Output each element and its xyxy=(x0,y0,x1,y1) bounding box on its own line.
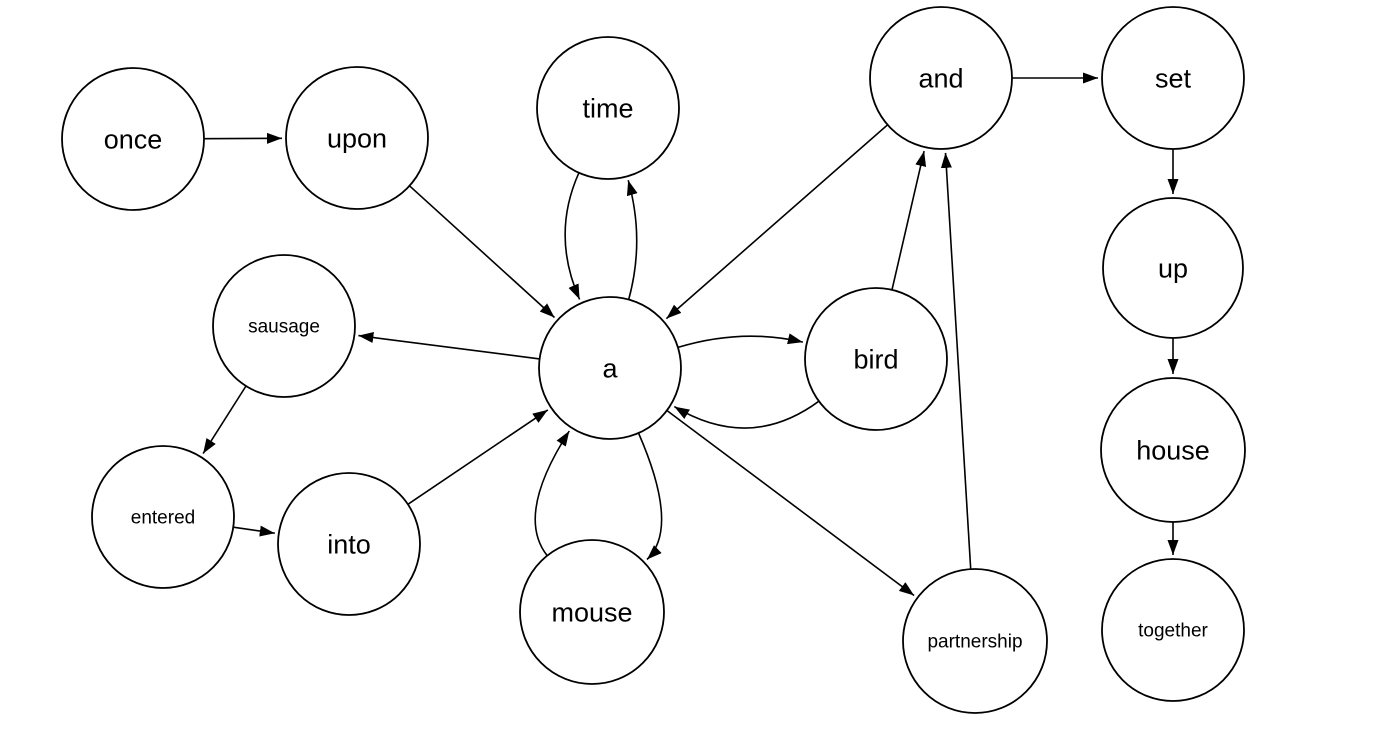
node-bird: bird xyxy=(804,287,948,431)
node-label-into: into xyxy=(327,529,371,559)
edge-bird-and xyxy=(891,150,927,290)
node-circle-into xyxy=(277,472,421,616)
node-label-sausage: sausage xyxy=(248,317,320,338)
node-circle-a xyxy=(538,296,682,440)
node-label-and: and xyxy=(918,63,963,93)
node-sausage: sausage xyxy=(212,254,356,398)
node-circle-sausage xyxy=(212,254,356,398)
node-circle-partnership xyxy=(902,568,1048,714)
node-mouse: mouse xyxy=(519,539,665,685)
node-label-entered: entered xyxy=(131,508,195,529)
edge-into-a xyxy=(407,409,549,505)
node-and: and xyxy=(869,6,1013,150)
edge-entered-into xyxy=(233,525,275,537)
edge-mouse-a xyxy=(534,430,570,557)
edge-a-mouse xyxy=(637,432,663,561)
node-label-bird: bird xyxy=(853,344,898,374)
node-label-time: time xyxy=(582,93,633,123)
node-circle-and xyxy=(869,6,1013,150)
node-partnership: partnership xyxy=(902,568,1048,714)
node-upon: upon xyxy=(285,66,429,210)
node-circle-once xyxy=(61,67,205,211)
node-circle-together xyxy=(1101,558,1245,702)
node-label-once: once xyxy=(104,124,163,154)
edge-a-bird xyxy=(677,333,804,349)
node-once: once xyxy=(61,67,205,211)
node-entered: entered xyxy=(91,445,235,589)
edge-a-partnership xyxy=(666,409,915,597)
edge-and-a xyxy=(665,124,889,320)
node-label-a: a xyxy=(602,353,618,383)
node-house: house xyxy=(1100,377,1246,523)
node-circle-upon xyxy=(285,66,429,210)
node-layer: once upon time and set up sausage a bird house ent… xyxy=(61,6,1246,714)
node-label-up: up xyxy=(1158,253,1188,283)
node-up: up xyxy=(1102,197,1244,339)
node-circle-up xyxy=(1102,197,1244,339)
node-set: set xyxy=(1101,6,1245,150)
node-label-partnership: partnership xyxy=(927,632,1022,653)
node-together: together xyxy=(1101,558,1245,702)
node-label-set: set xyxy=(1155,63,1192,93)
node-circle-bird xyxy=(804,287,948,431)
node-a: a xyxy=(538,296,682,440)
node-circle-set xyxy=(1101,6,1245,150)
node-label-together: together xyxy=(1138,621,1208,642)
edge-partnership-and xyxy=(940,152,972,570)
edge-bird-a xyxy=(673,400,820,429)
node-into: into xyxy=(277,472,421,616)
edge-upon-a xyxy=(408,185,556,319)
edge-time-a xyxy=(564,172,581,300)
node-circle-time xyxy=(536,36,680,180)
edge-a-sausage xyxy=(358,332,540,360)
edge-layer xyxy=(202,72,1179,597)
node-label-house: house xyxy=(1136,435,1210,465)
node-label-upon: upon xyxy=(327,123,387,153)
edge-a-time xyxy=(626,179,638,300)
node-circle-mouse xyxy=(519,539,665,685)
node-time: time xyxy=(536,36,680,180)
node-circle-entered xyxy=(91,445,235,589)
node-label-mouse: mouse xyxy=(551,597,632,627)
node-circle-house xyxy=(1100,377,1246,523)
edge-sausage-entered xyxy=(202,385,247,455)
